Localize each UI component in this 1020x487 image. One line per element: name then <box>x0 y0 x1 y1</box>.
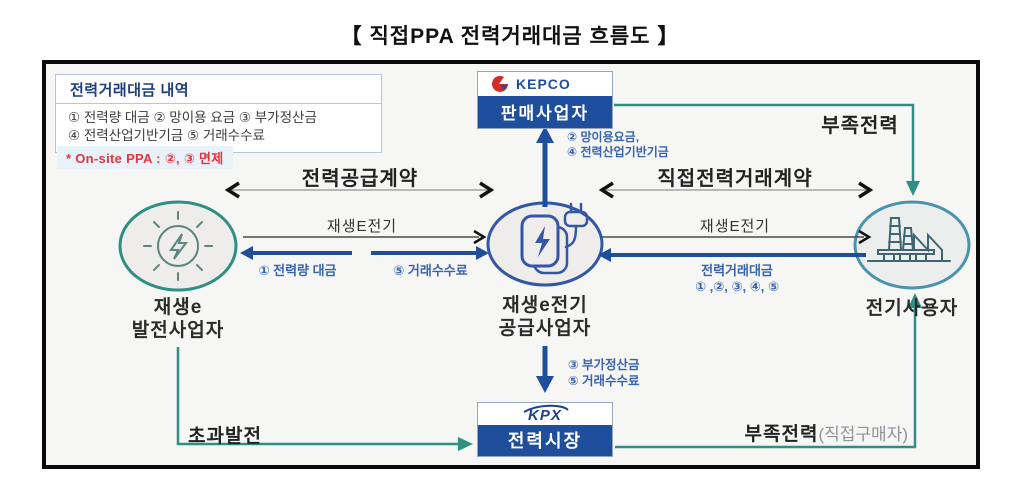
renewable-power-left-label: 재생E전기 <box>326 218 398 235</box>
kpx-logo-swoosh-icon <box>523 404 569 413</box>
generator-label-line1: 재생e <box>153 297 203 318</box>
shortage-power-top-label: 부족전력 <box>821 115 899 137</box>
market-node: KPX 전력시장 <box>477 402 613 457</box>
settlement-line1: ③ 부가정산금 <box>568 358 640 372</box>
seller-label: 판매사업자 <box>478 96 612 128</box>
trade-payment-label: 전력거래대금 ① ,②, ③, ④, ⑤ <box>655 260 819 295</box>
onsite-ppa-note: * On-site PPA : ②, ③ 면제 <box>57 146 233 169</box>
kpx-logo-text: KPX <box>528 407 562 424</box>
legend-line-2: ④ 전력산업기반기금 ⑤ 거래수수료 <box>68 128 265 143</box>
supplier-label-line1: 재생e전기 <box>502 295 588 316</box>
kepco-logo-swirl-icon <box>492 75 508 92</box>
trade-fee-label: ⑤ 거래수수료 <box>393 263 468 278</box>
settlement-label: ③ 부가정산금 ⑤ 거래수수료 <box>568 357 640 389</box>
legend-line-1: ① 전력량 대금 ② 망이용 요금 ③ 부가정산금 <box>68 110 317 125</box>
kepco-logo: KEPCO <box>478 72 612 96</box>
kpx-logo: KPX <box>478 403 612 425</box>
supply-contract-label: 전력공급계약 <box>301 168 419 190</box>
trade-payment-items: ① ,②, ③, ④, ⑤ <box>695 279 779 294</box>
kepco-logo-text: KEPCO <box>516 76 571 92</box>
direct-trade-contract-label: 직접전력거래계약 <box>657 168 813 190</box>
generator-label: 재생e 발전사업자 <box>103 296 253 342</box>
consumer-label: 전기사용자 <box>865 298 959 319</box>
shortage-power-bottom-label: 부족전력(직접구매자) <box>690 419 908 446</box>
page-title: 【 직접PPA 전력거래대금 흐름도 】 <box>340 25 680 48</box>
renewable-power-right-label: 재생E전기 <box>699 218 771 235</box>
grid-fee-label: ② 망이용요금, ④ 전력산업기반기금 <box>567 130 669 160</box>
legend-body: ① 전력량 대금 ② 망이용 요금 ③ 부가정산금 ④ 전력산업기반기금 ⑤ 거… <box>56 104 381 152</box>
energy-payment-label: ① 전력량 대금 <box>258 263 337 278</box>
grid-fee-line2: ④ 전력산업기반기금 <box>567 145 669 159</box>
generator-label-line2: 발전사업자 <box>131 320 225 341</box>
seller-node: KEPCO 판매사업자 <box>477 71 613 129</box>
shortage-bottom-bold: 부족전력 <box>744 424 819 445</box>
supplier-label: 재생e전기 공급사업자 <box>470 294 620 340</box>
settlement-line2: ⑤ 거래수수료 <box>568 374 640 388</box>
shortage-bottom-suffix: (직접구매자) <box>818 425 908 444</box>
excess-generation-label: 초과발전 <box>188 426 262 447</box>
grid-fee-line1: ② 망이용요금, <box>567 130 640 144</box>
trade-payment-title: 전력거래대금 <box>701 263 773 278</box>
legend-box: 전력거래대금 내역 ① 전력량 대금 ② 망이용 요금 ③ 부가정산금 ④ 전력… <box>55 74 382 153</box>
market-label: 전력시장 <box>478 425 612 456</box>
legend-header: 전력거래대금 내역 <box>56 75 381 104</box>
supplier-label-line2: 공급사업자 <box>498 318 592 339</box>
